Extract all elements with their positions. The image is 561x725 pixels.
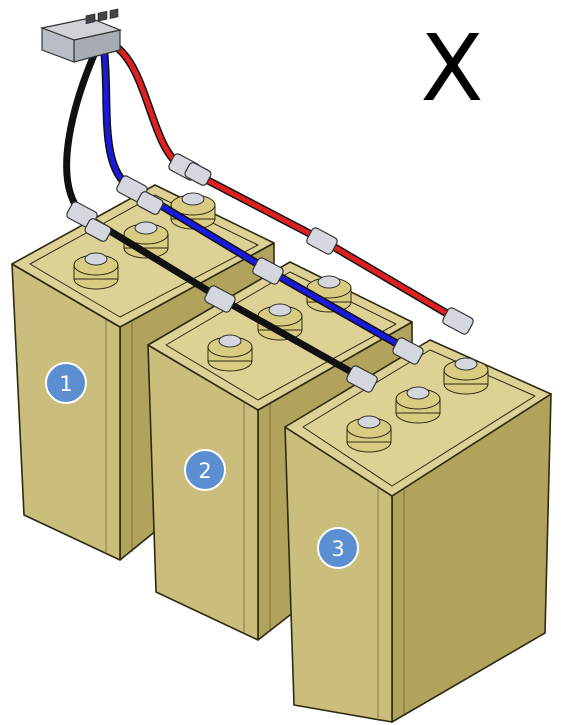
terminal-post <box>395 386 441 424</box>
ring-terminal <box>346 365 378 393</box>
terminal-post <box>346 415 392 453</box>
terminal-post <box>443 357 489 395</box>
terminal-posts <box>73 192 489 453</box>
number-badge-3: 3 <box>317 527 359 569</box>
ring-terminal <box>442 307 474 335</box>
capacitor-3-top-rim <box>302 349 536 487</box>
ring-terminal <box>252 257 284 285</box>
diagram-mark: X <box>420 15 483 122</box>
terminal-post <box>207 334 253 372</box>
harness-connector <box>39 8 123 63</box>
terminal-post <box>73 252 119 290</box>
number-badge-1: 1 <box>45 362 87 404</box>
number-badge-1-label: 1 <box>59 372 72 396</box>
wiring-harness <box>39 8 474 393</box>
capacitor-2-top-rim <box>165 271 397 401</box>
ring-terminal <box>184 162 212 186</box>
ring-terminal <box>136 191 164 215</box>
number-badge-2: 2 <box>184 449 226 491</box>
capacitor-1-top-rim <box>29 194 259 318</box>
ring-terminal <box>204 285 236 313</box>
number-badge-3-label: 3 <box>331 537 344 561</box>
terminal-post <box>170 192 216 230</box>
ring-terminal <box>306 227 338 255</box>
number-badge-2-label: 2 <box>198 459 211 483</box>
ring-terminal <box>84 218 112 242</box>
ring-terminal <box>392 337 424 365</box>
